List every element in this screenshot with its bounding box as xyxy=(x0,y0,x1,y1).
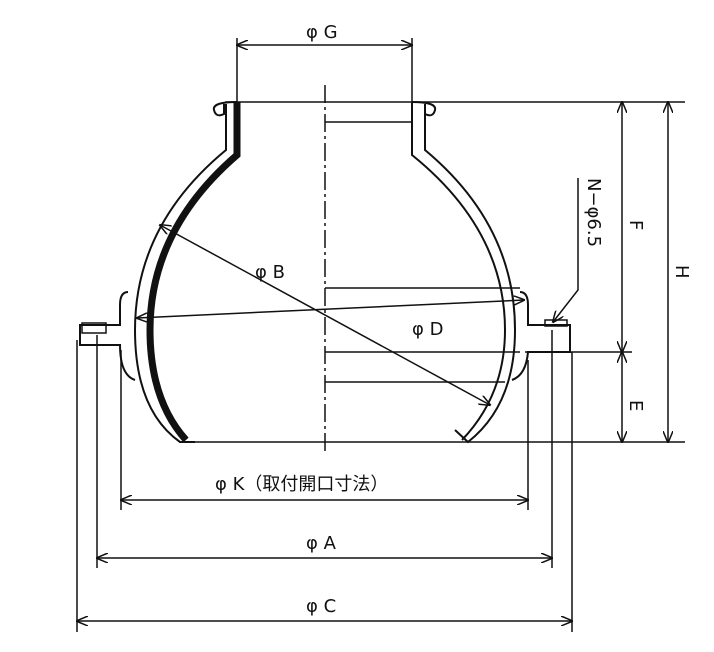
label-f: F xyxy=(625,220,646,230)
label-hole: N−φ6.5 xyxy=(583,178,604,247)
right-shell-outer xyxy=(424,104,517,444)
label-g: φ G xyxy=(306,22,338,43)
label-a: φ A xyxy=(306,533,337,554)
label-c: φ C xyxy=(306,596,336,617)
left-bolt xyxy=(81,322,107,334)
label-d: φ D xyxy=(412,319,443,340)
right-lip xyxy=(411,101,437,117)
label-k: φ K（取付開口寸法） xyxy=(215,474,388,495)
label-b: φ B xyxy=(255,262,285,283)
left-bracket xyxy=(79,291,136,381)
dim-d xyxy=(137,300,524,318)
right-bracket xyxy=(511,291,571,381)
label-e: E xyxy=(625,400,646,411)
right-shell-inner xyxy=(411,102,507,441)
left-shell-outer xyxy=(133,104,227,443)
label-h: H xyxy=(671,265,692,279)
left-lip xyxy=(212,101,238,117)
hole-leader xyxy=(553,178,579,322)
